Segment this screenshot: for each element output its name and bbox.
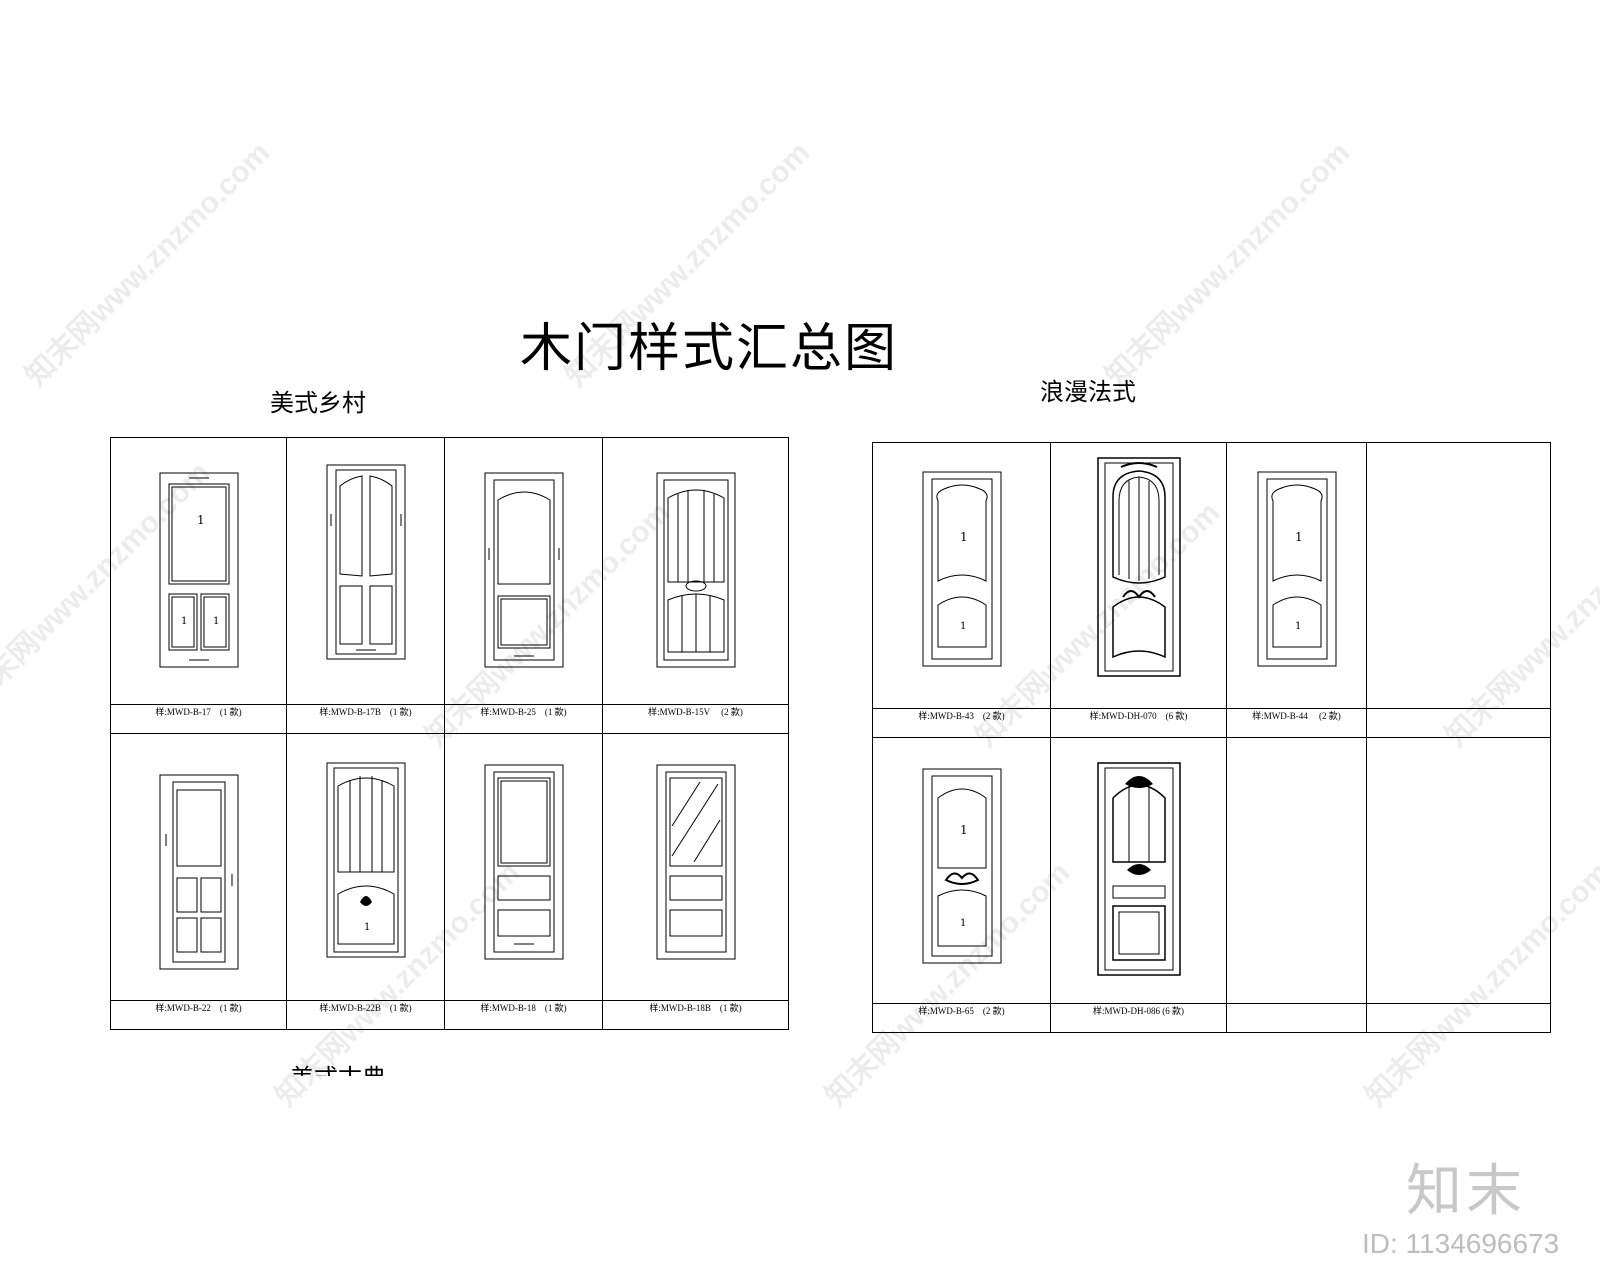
door-caption: 样:MWD-B-25 (1 款) [444,704,603,734]
door-caption: 样:MWD-B-65 (2 款) [872,1003,1051,1033]
door-drawing-mwd-b-43: 11 [922,471,1001,667]
door-drawing-mwd-b-44: 11 [1257,471,1336,667]
watermark-text: 知末网www.znzmo.com [19,135,277,394]
svg-text:1: 1 [197,513,205,527]
door-caption [1226,1003,1367,1033]
door-cell [1050,737,1227,1004]
door-drawing-mwd-b-65: 11 [922,768,1001,964]
door-caption: 样:MWD-B-15V (2 款) [602,704,789,734]
door-caption: 样:MWD-B-44 (2 款) [1226,708,1367,738]
door-drawing-mwd-b-25 [484,472,563,668]
page-title: 木门样式汇总图 [520,319,899,379]
door-caption [1366,1003,1551,1033]
empty-cell [1366,442,1551,709]
door-caption [1366,708,1551,738]
door-drawing-mwd-b-22 [159,774,238,970]
empty-cell [1366,737,1551,1004]
door-caption: 样:MWD-DH-070 (6 款) [1050,708,1227,738]
door-drawing-mwd-b-18 [484,764,563,960]
door-drawing-mwd-b-15v [656,472,735,668]
svg-text:1: 1 [213,616,219,627]
svg-text:1: 1 [1295,621,1301,632]
door-cell: 1 [286,733,445,1001]
door-drawing-mwd-dh-070 [1096,457,1181,677]
door-drawing-mwd-b-17b [326,464,405,660]
svg-text:1: 1 [364,922,370,933]
watermark-text: 知末网www.znzmo.com [1099,135,1357,394]
door-drawing-mwd-b-22b: 1 [326,762,405,958]
door-caption: 样:MWD-B-17 (1 款) [110,704,287,734]
door-cell [286,437,445,705]
door-caption: 样:MWD-B-18B (1 款) [602,1000,789,1030]
door-cell [602,437,789,705]
door-drawing-mwd-dh-086 [1096,762,1181,976]
american-country-door-table: 1 1 1 [110,437,789,1030]
section-title-american-country: 美式乡村 [270,389,366,417]
svg-text:1: 1 [960,530,968,544]
door-drawing-mwd-b-17: 1 1 1 [159,472,238,668]
empty-cell [1226,737,1367,1004]
door-cell [602,733,789,1001]
section-title-american-classic: 美式古典 [290,1058,386,1076]
section-title-romantic-french: 浪漫法式 [1040,378,1136,406]
door-caption: 样:MWD-B-17B (1 款) [286,704,445,734]
svg-text:1: 1 [960,918,966,929]
image-id-label: ID: 1134696673 [1362,1228,1560,1259]
door-cell [444,733,603,1001]
door-cell: 1 1 1 [110,437,287,705]
svg-text:1: 1 [1295,530,1303,544]
door-caption: 样:MWD-B-18 (1 款) [444,1000,603,1030]
svg-text:1: 1 [960,621,966,632]
svg-text:1: 1 [181,616,187,627]
door-caption: 样:MWD-DH-086 (6 款) [1050,1003,1227,1033]
door-cell [444,437,603,705]
door-cell [110,733,287,1001]
door-cell [1050,442,1227,709]
brand-logo: 知末 [1406,1159,1526,1224]
door-caption: 样:MWD-B-22 (1 款) [110,1000,287,1030]
door-caption: 样:MWD-B-22B (1 款) [286,1000,445,1030]
door-caption: 样:MWD-B-43 (2 款) [872,708,1051,738]
svg-text:1: 1 [960,823,968,837]
door-drawing-mwd-b-18b [656,764,735,960]
